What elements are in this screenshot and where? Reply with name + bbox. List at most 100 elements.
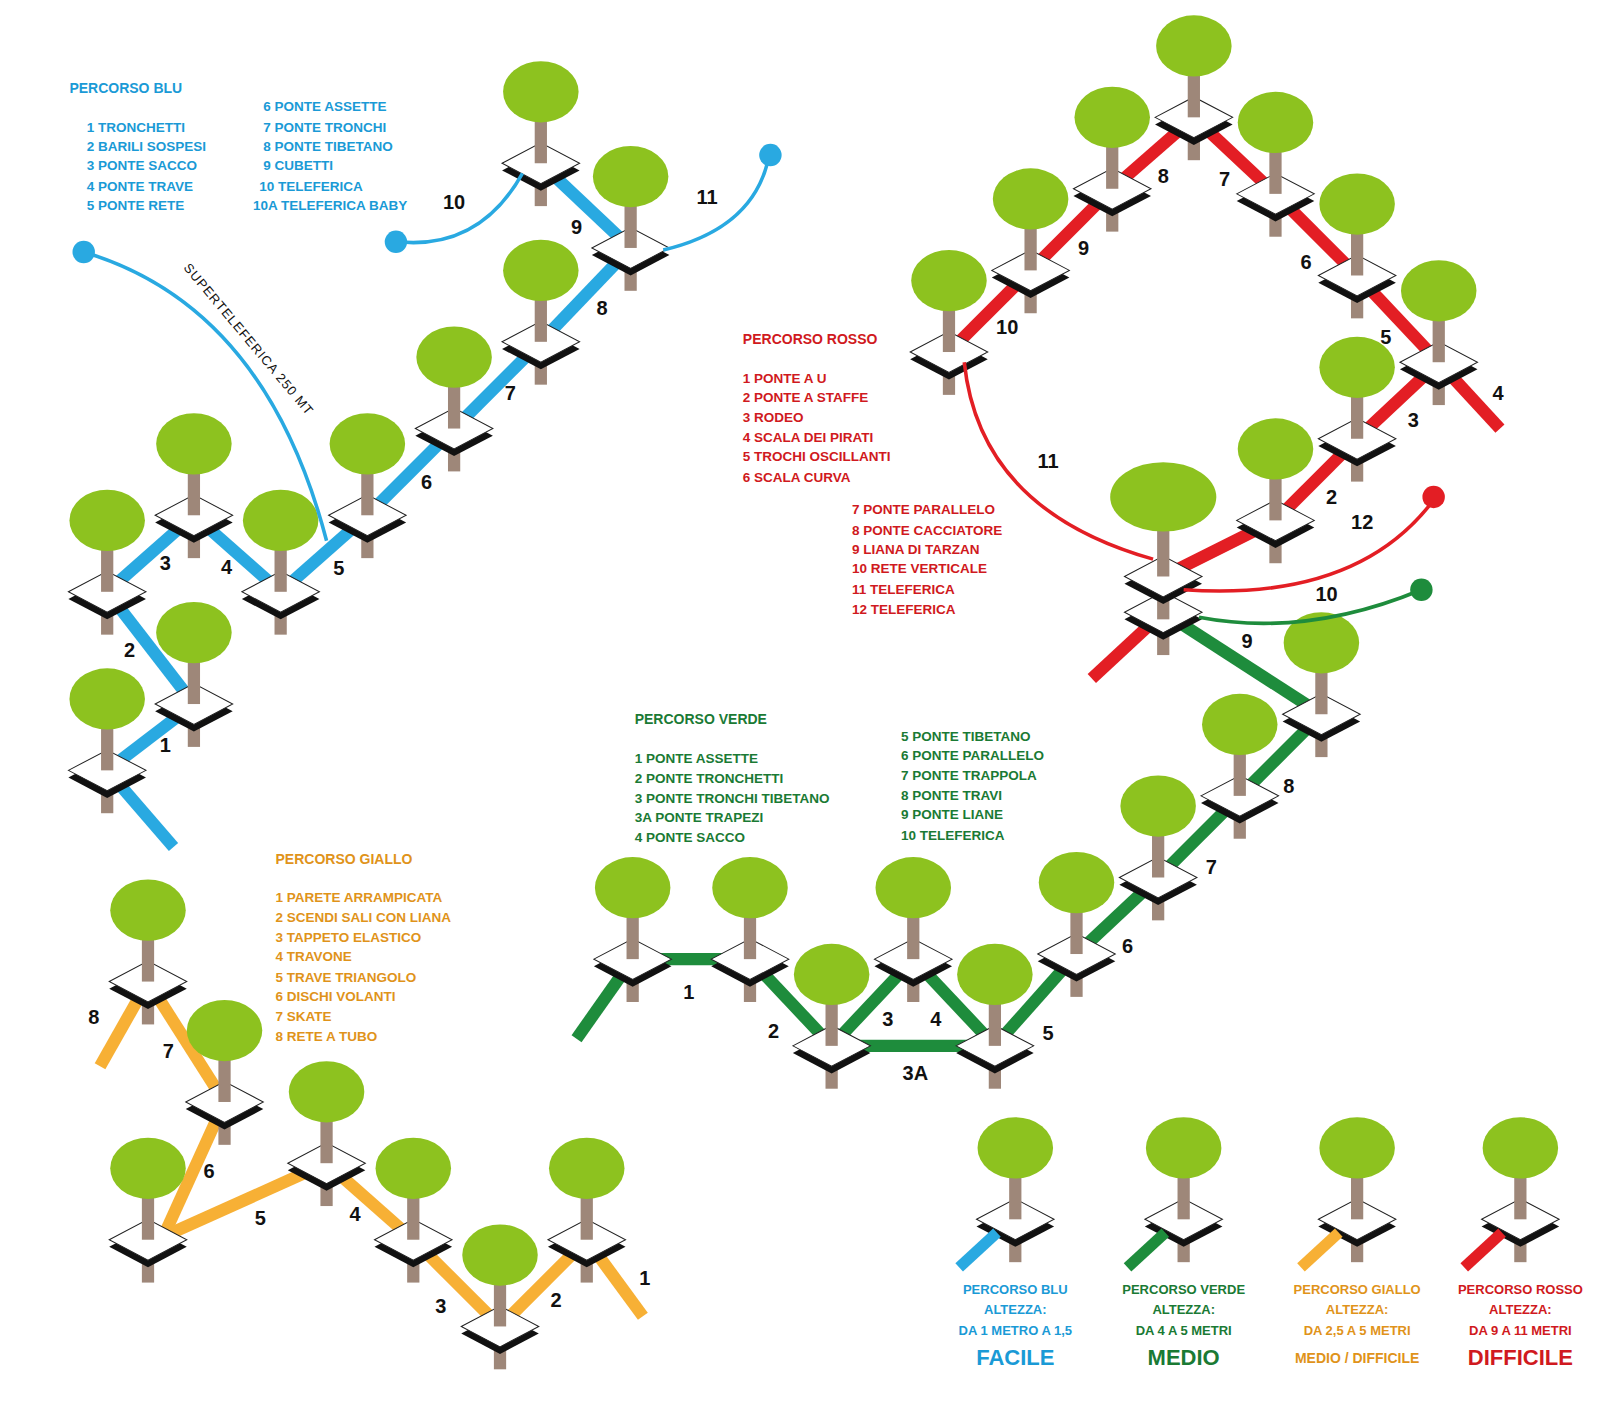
callout-number: 2 <box>768 1019 779 1042</box>
tree-platform <box>1038 852 1116 997</box>
route-item: 1 TRONCHETTI <box>87 120 185 136</box>
difficulty-label: FACILE <box>976 1346 1054 1371</box>
route-item: 10 RETE VERTICALE <box>852 562 987 578</box>
callout-number: 6 <box>204 1160 215 1183</box>
callout-number: 6 <box>1301 251 1312 274</box>
tree-platform <box>186 1000 264 1145</box>
callout-number: 8 <box>596 297 607 320</box>
route-item: 5 TRAVE TRIANGOLO <box>276 970 417 986</box>
tree-platform <box>594 857 672 1002</box>
route-item: 2 PONTE TRONCHETTI <box>635 771 784 787</box>
callout-number: 12 <box>1351 511 1373 534</box>
route-heading: PERCORSO BLU <box>69 80 182 96</box>
zipline <box>398 173 522 242</box>
route-item: 9 LIANA DI TARZAN <box>852 542 980 558</box>
callout-number: 10 <box>443 191 465 214</box>
callout-number: 4 <box>930 1008 941 1031</box>
legend-note: DA 9 A 11 METRI <box>1469 1323 1572 1338</box>
tree-platform <box>155 413 233 558</box>
route-item: 5 PONTE TIBETANO <box>901 729 1031 745</box>
tree-platform <box>793 944 871 1089</box>
callout-number: 9 <box>1241 629 1252 652</box>
callout-number: 10 <box>996 315 1018 338</box>
zipline <box>1199 590 1421 624</box>
difficulty-label: MEDIO <box>1148 1346 1220 1371</box>
tree-platform <box>502 240 580 385</box>
zipline-end <box>1422 486 1444 508</box>
tree-platform <box>1283 612 1361 757</box>
callout-number: 9 <box>1078 236 1089 259</box>
route-item: 8 PONTE TRAVI <box>901 788 1002 804</box>
legend-label: PERCORSO GIALLO <box>1294 1282 1421 1297</box>
tree-platform <box>329 413 407 558</box>
zipline <box>663 163 767 250</box>
route-item: 6 PONTE PARALLELO <box>901 748 1044 764</box>
tree-platform <box>109 880 187 1025</box>
callout-number: 6 <box>1122 934 1133 957</box>
callout-number: 9 <box>571 215 582 238</box>
callout-number: 3 <box>160 552 171 575</box>
tree-platform <box>1400 260 1478 405</box>
legend-label: PERCORSO VERDE <box>1122 1282 1245 1297</box>
legend-note: DA 4 A 5 METRI <box>1136 1323 1232 1338</box>
callout-number: 1 <box>683 980 694 1003</box>
callout-number: 8 <box>1283 774 1294 797</box>
legend-swatch <box>959 1233 997 1268</box>
route-item: 12 TELEFERICA <box>852 602 956 618</box>
route-item: 7 PONTE PARALLELO <box>852 502 995 518</box>
callout-number: 11 <box>697 185 718 208</box>
route-item: 4 PONTE SACCO <box>635 830 745 846</box>
callout-number: 3 <box>435 1295 446 1318</box>
legend-swatch <box>1464 1233 1502 1268</box>
callout-number: 5 <box>1042 1021 1053 1044</box>
legend-swatch <box>1128 1233 1166 1268</box>
tree-platform <box>1201 694 1279 839</box>
legend-swatch <box>1301 1233 1339 1268</box>
legend-note: ALTEZZA: <box>1489 1303 1552 1318</box>
tree-platform <box>68 490 146 635</box>
callout-number: 2 <box>124 639 135 662</box>
tree-platform <box>1110 462 1216 619</box>
route-item: 8 PONTE CACCIATORE <box>852 523 1002 539</box>
zipline <box>84 252 327 541</box>
tree-platform <box>242 490 320 635</box>
route-heading: PERCORSO ROSSO <box>743 331 878 347</box>
route-item: 10A TELEFERICA BABY <box>253 198 407 214</box>
tree-platform <box>109 1138 187 1283</box>
route-item: 6 SCALA CURVA <box>743 470 851 486</box>
legend-note: ALTEZZA: <box>1326 1303 1389 1318</box>
difficulty-label: DIFFICILE <box>1468 1346 1573 1371</box>
zipline-end <box>759 144 781 166</box>
callout-number: 6 <box>421 470 432 493</box>
callout-number: 1 <box>160 733 171 756</box>
tree-platform <box>910 250 988 395</box>
route-item: 4 SCALA DEI PIRATI <box>743 430 874 446</box>
route-item: 11 TELEFERICA <box>852 582 955 598</box>
callout-number: 2 <box>551 1289 562 1312</box>
route-item: 3A PONTE TRAPEZI <box>635 811 764 827</box>
tree-platform <box>1119 775 1197 920</box>
callout-number: 1 <box>639 1266 650 1289</box>
callout-number: 7 <box>505 381 516 404</box>
route-heading: PERCORSO GIALLO <box>276 851 413 867</box>
callout-number: 4 <box>1492 381 1503 404</box>
callout-number: 5 <box>333 557 344 580</box>
route-item: 6 DISCHI VOLANTI <box>276 989 396 1005</box>
tree-platform <box>548 1138 626 1283</box>
tree-platform <box>956 944 1034 1089</box>
callout-number: 4 <box>221 556 232 579</box>
legend-label: PERCORSO BLU <box>963 1282 1068 1297</box>
tree-platform <box>1318 337 1396 482</box>
callout-number: 11 <box>1037 450 1058 473</box>
tree-platform <box>375 1138 453 1283</box>
route-item: 9 PONTE LIANE <box>901 808 1003 824</box>
zipline-end <box>1410 579 1432 601</box>
callout-number: 8 <box>1158 164 1169 187</box>
route-item: 3 TAPPETO ELASTICO <box>276 930 422 946</box>
legend-note: DA 1 METRO A 1,5 <box>959 1323 1072 1338</box>
tree-platform <box>461 1224 539 1369</box>
tree-platform <box>1237 418 1315 563</box>
route-item: 8 RETE A TUBO <box>276 1029 378 1045</box>
route-item: 1 PONTE A U <box>743 371 827 387</box>
